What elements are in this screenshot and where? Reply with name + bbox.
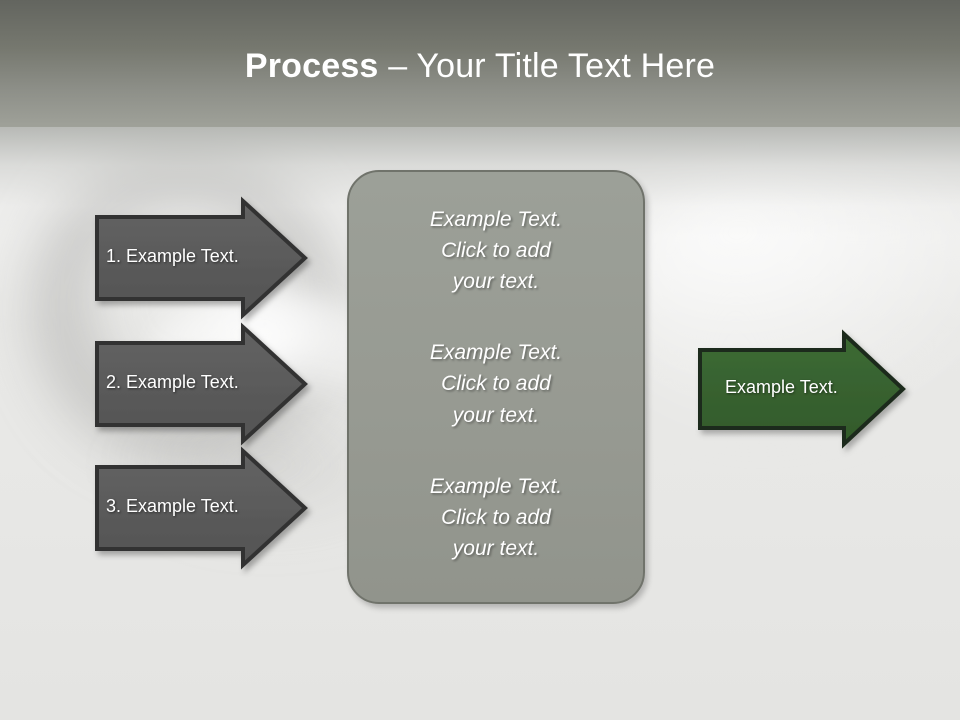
title-band: Process – Your Title Text Here: [0, 0, 960, 127]
detail-text-block-2: Example Text. Click to add your text.: [429, 341, 563, 427]
process-arrow-2[interactable]: 2. Example Text.: [95, 322, 308, 446]
page-title: Process – Your Title Text Here: [0, 47, 960, 85]
detail-text-block-3: Example Text. Click to add your text.: [429, 474, 563, 560]
page-title-rest: – Your Title Text Here: [378, 47, 716, 85]
result-arrow[interactable]: Example Text.: [697, 329, 907, 449]
detail-panel[interactable]: Example Text. Click to add your text. Ex…: [347, 170, 645, 604]
process-arrow-3[interactable]: 3. Example Text.: [95, 446, 308, 570]
detail-text-block-1: Example Text. Click to add your text.: [429, 208, 563, 294]
process-arrow-1[interactable]: 1. Example Text.: [95, 196, 308, 320]
page-title-bold: Process: [244, 47, 379, 85]
